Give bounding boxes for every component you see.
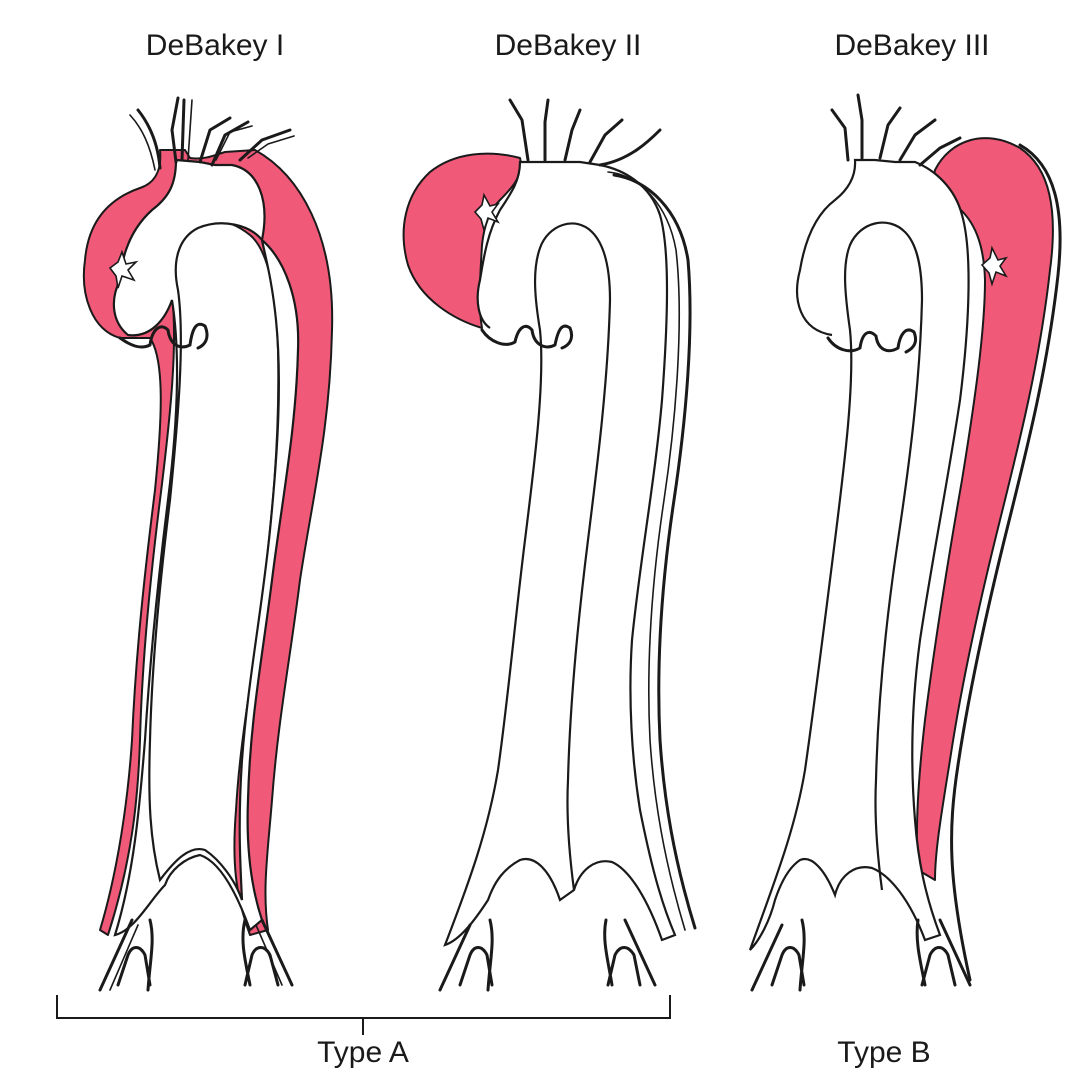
label-debakey-2: DeBakey II — [495, 29, 642, 62]
type-a-bracket — [56, 995, 671, 1035]
aorta-debakey-1 — [82, 96, 334, 992]
label-debakey-3: DeBakey III — [834, 29, 989, 62]
aorta-debakey-2 — [402, 98, 697, 992]
intimal-tear-debakey-2 — [473, 192, 500, 233]
label-type-b: Type B — [837, 1036, 930, 1069]
label-type-a: Type A — [317, 1036, 409, 1069]
intimal-tear-debakey-1 — [108, 249, 139, 289]
label-debakey-1: DeBakey I — [146, 29, 284, 62]
false-lumen-debakey-3 — [915, 137, 1054, 881]
false-lumen-debakey-2 — [402, 152, 522, 329]
aorta-debakey-3 — [748, 93, 1062, 992]
intimal-tear-debakey-3 — [980, 245, 1008, 287]
